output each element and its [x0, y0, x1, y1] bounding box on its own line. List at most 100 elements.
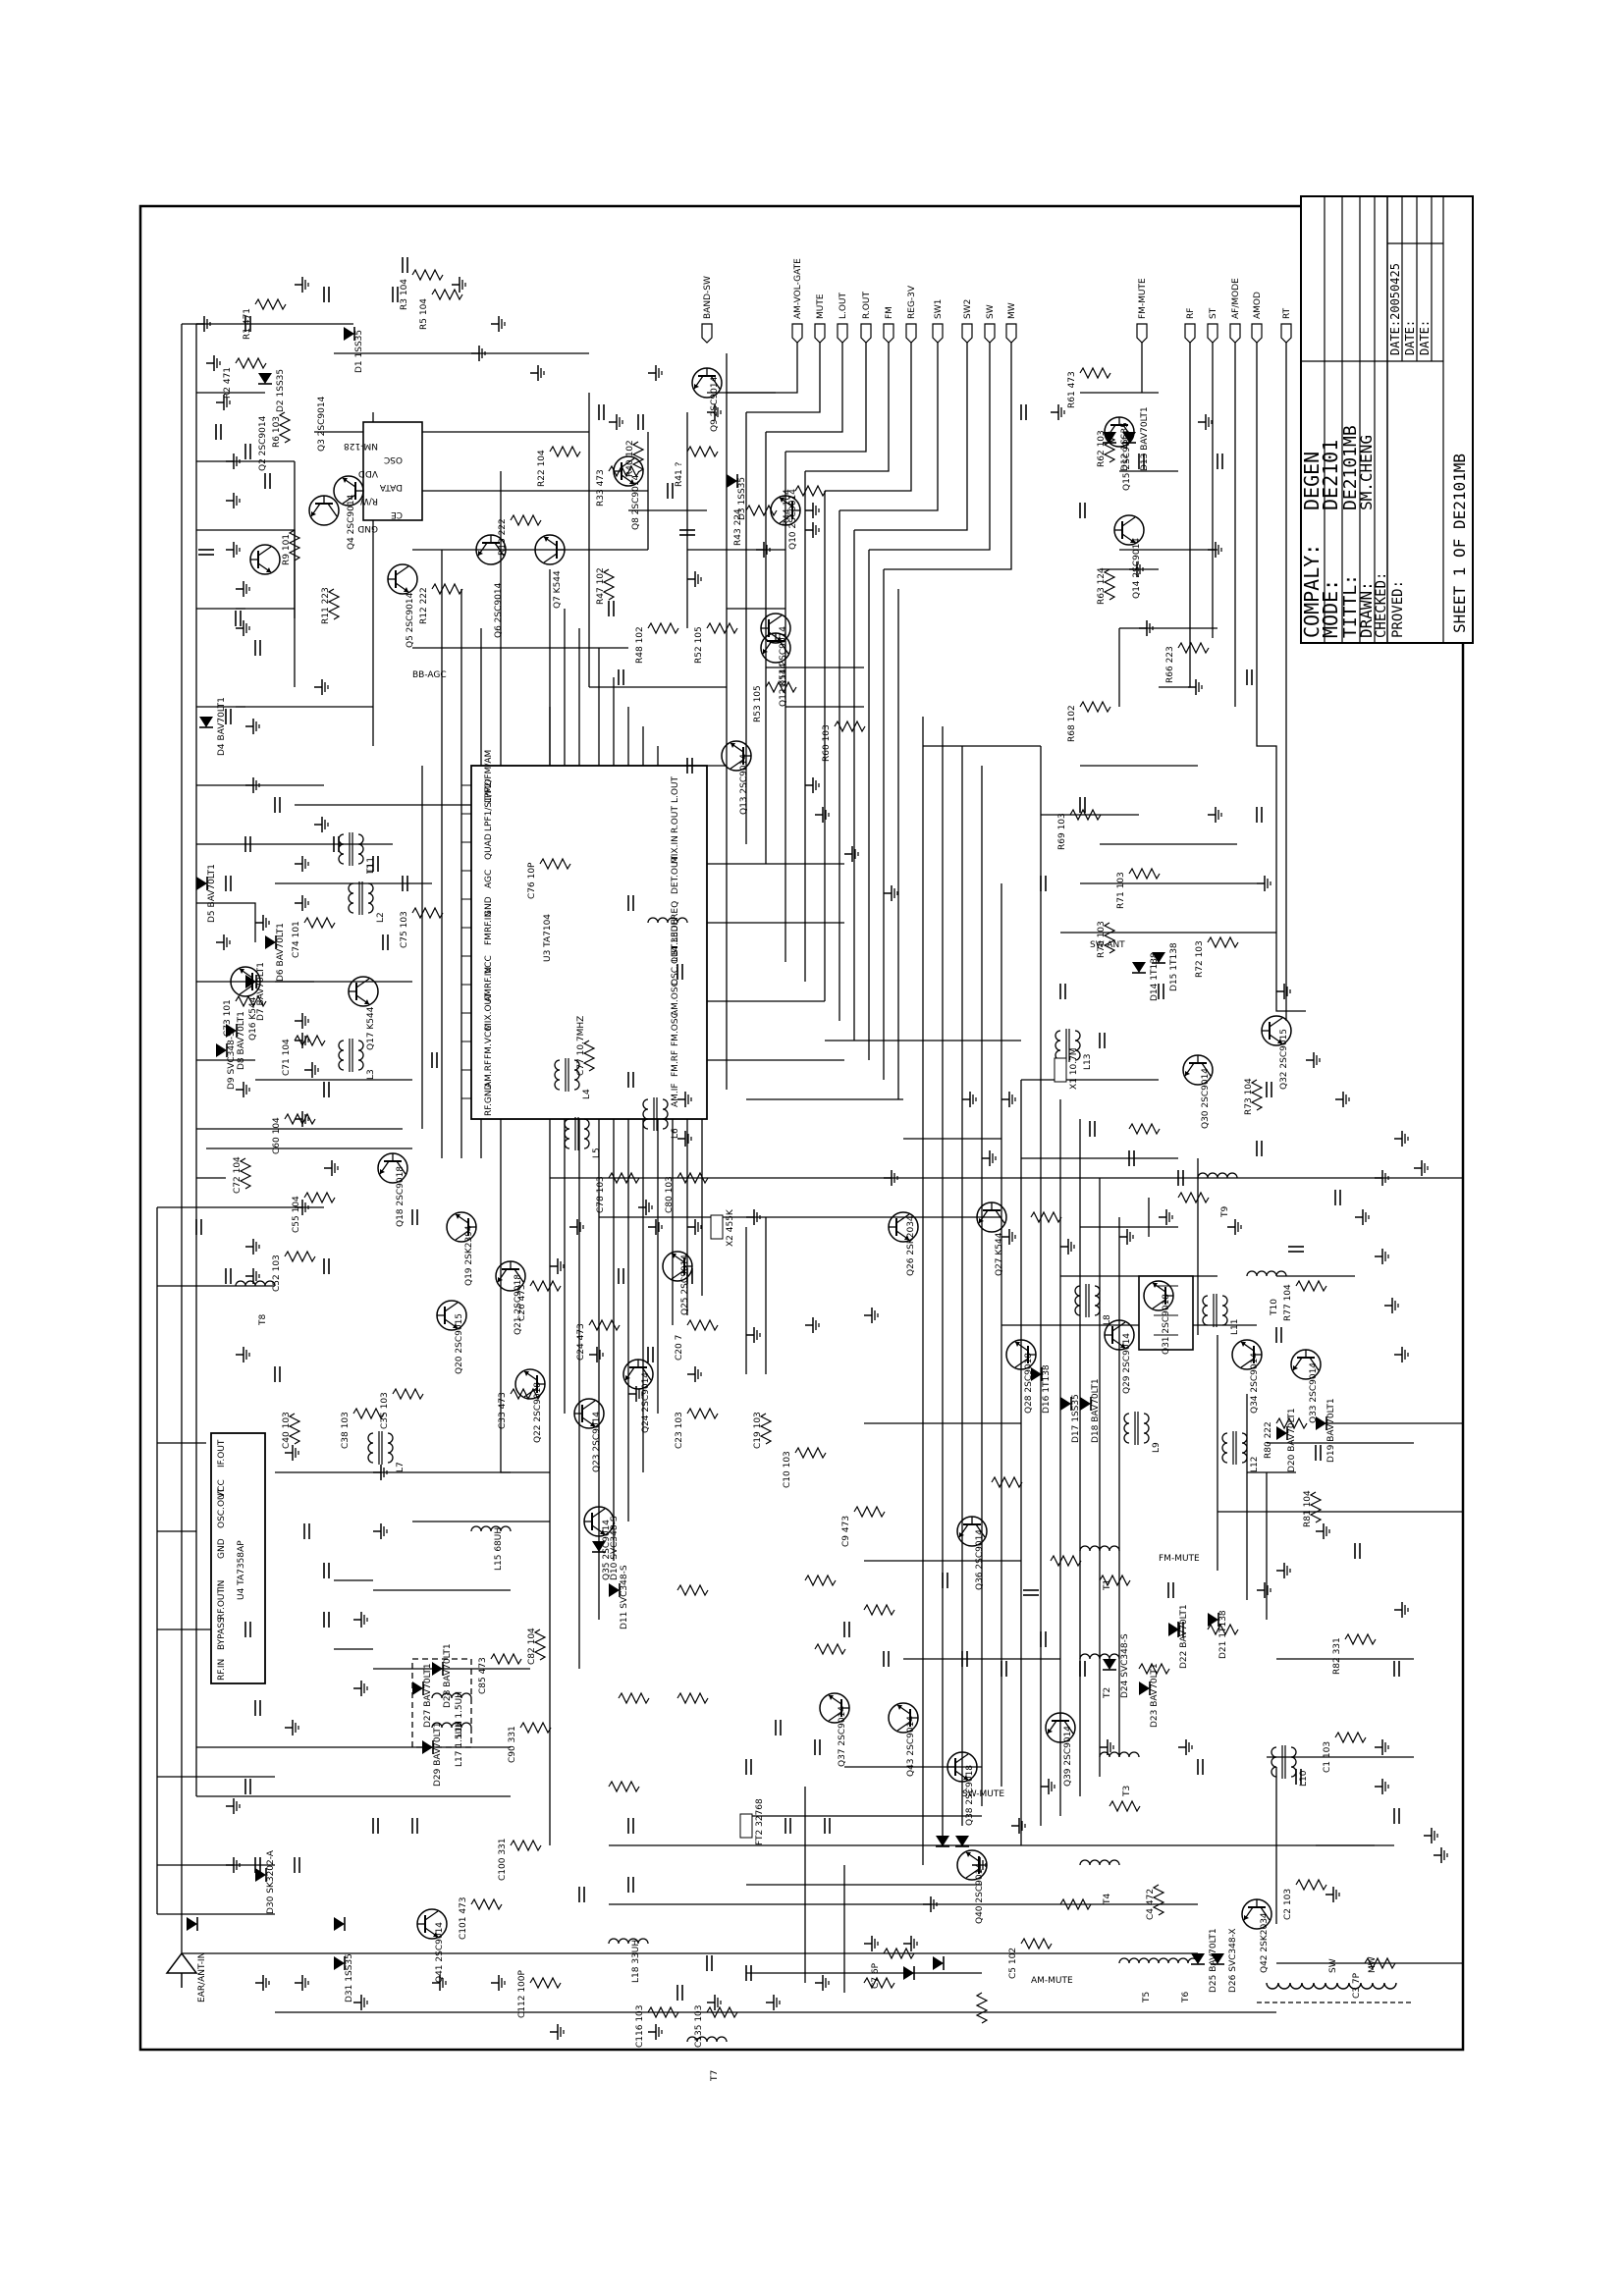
component-value-label: C20 7	[675, 1335, 684, 1361]
ground-icon	[961, 1091, 977, 1108]
capacitor-symbol	[1354, 1542, 1361, 1560]
inductor-label: T8	[258, 1314, 268, 1326]
resistor-symbol	[618, 1692, 650, 1704]
resistor-symbol	[1128, 868, 1161, 880]
ground-icon	[568, 1218, 584, 1236]
u3-pin-label: GND	[484, 896, 494, 917]
component-value-label: R61 473	[1067, 371, 1077, 408]
connector-label: FM	[885, 306, 894, 319]
diode-symbol	[726, 473, 738, 489]
resistor-symbol	[686, 1408, 719, 1419]
inductor-label: L1	[366, 863, 376, 874]
diode-label: D22 BAV70LT1	[1179, 1604, 1189, 1669]
u1-pin-label: OSC	[384, 454, 403, 464]
transistor-label: Q8 2SC9014	[631, 474, 641, 530]
crystal-label: X2 455K	[726, 1208, 735, 1247]
transistor-symbol	[387, 563, 418, 595]
component-value-label: C52 103	[272, 1255, 282, 1292]
capacitor-symbol	[647, 1346, 654, 1363]
ground-icon	[225, 1797, 241, 1815]
capacitor-symbol	[1059, 983, 1066, 1000]
ground-icon	[294, 276, 309, 294]
inductor-layer	[235, 831, 1297, 2043]
component-value-label: C33 473	[498, 1392, 508, 1429]
inductor-label: L11	[1230, 1319, 1240, 1335]
ground-icon	[225, 492, 241, 509]
resistor-symbol	[510, 1840, 542, 1851]
transistor-label: Q35 2SC9014	[602, 1520, 612, 1580]
u3-pin-label: FREQ	[671, 901, 680, 925]
resistor-symbol	[814, 1643, 846, 1655]
inductor-symbol	[367, 1430, 394, 1466]
ground-icon	[1158, 1208, 1173, 1226]
capacitor-symbol	[197, 549, 215, 556]
resistor-symbol	[588, 1319, 621, 1331]
component-value-label: R5 104	[419, 298, 429, 330]
connector-pin	[837, 323, 848, 344]
ground-icon	[1040, 1778, 1055, 1795]
u4-pin-label: RF.IN	[217, 1659, 227, 1681]
component-value-label: R81 104	[1303, 1490, 1313, 1527]
resistor-symbol	[529, 1977, 562, 1989]
ground-icon	[352, 1611, 368, 1629]
component-value-label: C5 102	[1008, 1948, 1018, 1979]
capacitor-symbol	[294, 1856, 300, 1874]
component-value-label: C38 103	[341, 1412, 351, 1449]
diode-symbol	[333, 1955, 346, 1971]
inductor-label: L9	[1152, 1442, 1162, 1453]
diode-label: D10 SVC348-S	[610, 1516, 620, 1580]
inductor-symbol	[686, 2036, 728, 2043]
ground-icon	[883, 884, 898, 902]
resistor-symbol	[1020, 1938, 1053, 1949]
transistor-label: Q11 2SC9014	[779, 626, 788, 687]
transistor-label: Q32 2SC9015	[1279, 1029, 1289, 1090]
diode-symbol	[333, 1916, 346, 1932]
ground-icon	[235, 1081, 250, 1098]
connector-pin	[860, 323, 872, 344]
resistor-symbol	[431, 289, 463, 300]
ground-icon	[863, 1935, 879, 1952]
component-value-label: R12 222	[419, 587, 429, 624]
component-value-label: R48 102	[635, 626, 645, 664]
inductor-label: L4	[582, 1089, 592, 1099]
resistor-symbol	[1295, 1280, 1327, 1292]
connector-label: AM-VOL-GATE	[793, 258, 803, 319]
inductor-symbol	[1246, 1270, 1287, 1277]
resistor-symbol	[676, 1692, 709, 1704]
crystal-symbol	[1054, 1057, 1067, 1083]
u3-pin-label: MIX.OUT	[484, 992, 494, 1031]
diode-label: D18 BAV70LT1	[1091, 1378, 1101, 1443]
ground-icon	[863, 1307, 879, 1324]
transistor-label: Q7 K544	[553, 570, 563, 609]
transistor-label: Q15 2SC9014	[1122, 430, 1132, 491]
transistor-label: Q10 2SC9014	[788, 489, 798, 550]
capacitor-symbol	[814, 1738, 821, 1756]
u3-pin-label: FM.RF	[671, 1050, 680, 1077]
capacitor-symbol	[1020, 403, 1027, 421]
resistor-symbol	[1334, 1732, 1367, 1743]
capacitor-symbol	[883, 1650, 890, 1668]
component-value-label: C90 331	[508, 1726, 517, 1763]
capacitor-symbol	[323, 1562, 330, 1579]
resistor-symbol	[794, 485, 827, 497]
diode-label: D3 1SS35	[737, 477, 747, 520]
u3-pin-label: LPF2/FM/AM	[484, 750, 494, 803]
diode-symbol	[1102, 1658, 1117, 1671]
ground-icon	[1305, 1051, 1321, 1069]
ground-icon	[215, 934, 231, 951]
component-value-label: R62 103	[1097, 430, 1107, 467]
component-value-label: C55 104	[292, 1196, 301, 1233]
connector-pin	[1251, 323, 1263, 344]
connector-pin	[883, 323, 894, 344]
ground-icon	[244, 1238, 260, 1255]
resistor-symbol	[686, 1319, 719, 1331]
diode-label: D11 SVC348-S	[620, 1565, 629, 1629]
date-1: DATE:20050425	[1388, 263, 1402, 355]
capacitor-symbol	[775, 1719, 782, 1736]
resistor-symbol	[991, 1476, 1023, 1488]
drawing-frame	[138, 204, 1465, 2052]
resistor-symbol	[490, 1653, 522, 1665]
component-value-label: R66 223	[1165, 646, 1175, 683]
capacitor-symbol	[1167, 1581, 1174, 1599]
